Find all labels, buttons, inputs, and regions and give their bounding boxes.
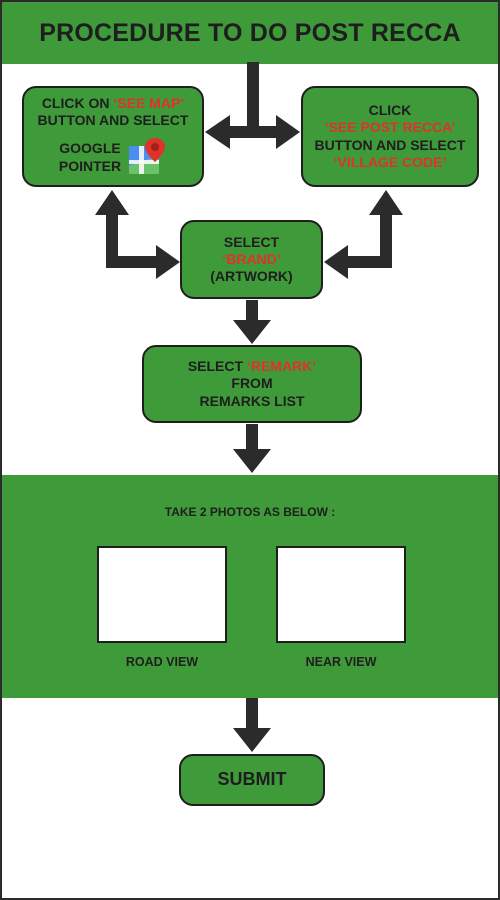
see-map-line1: CLICK ON ‘SEE MAP’ xyxy=(24,95,202,112)
left-elbow-horizontal xyxy=(106,256,162,268)
see-map-highlight: ‘SEE MAP’ xyxy=(113,95,185,112)
arrowhead-to-see-map xyxy=(205,115,230,149)
stem-photos-submit xyxy=(246,697,258,730)
step-brand-box: SELECT ‘BRAND’ (ARTWORK) xyxy=(180,220,323,299)
see-map-line3: GOOGLE xyxy=(59,140,121,157)
see-map-line4: POINTER xyxy=(58,157,122,174)
stem-remark-photos xyxy=(246,424,258,451)
stem-brand-remark xyxy=(246,300,258,322)
photo-heading: TAKE 2 PHOTOS AS BELOW : xyxy=(164,505,336,519)
see-post-line2: ‘SEE POST RECCA’ xyxy=(324,119,456,136)
see-post-line4: ‘VILLAGE CODE’ xyxy=(333,153,447,170)
road-view-label: ROAD VIEW xyxy=(125,655,199,669)
brand-line2: ‘BRAND’ xyxy=(222,250,281,267)
page-title: PROCEDURE TO DO POST RECCA xyxy=(39,18,461,47)
arrowhead-to-submit xyxy=(233,728,271,752)
arrowhead-to-remark xyxy=(233,320,271,344)
road-view-photo-slot[interactable] xyxy=(97,546,227,643)
see-map-prefix: CLICK ON xyxy=(41,95,114,112)
near-view-photo-slot[interactable] xyxy=(276,546,406,643)
arrowhead-left-brand xyxy=(324,245,348,279)
see-map-line2: BUTTON AND SELECT xyxy=(37,112,189,129)
google-pointer-row: GOOGLE POINTER xyxy=(24,136,202,180)
connector-top-horizontal xyxy=(227,126,279,138)
remark-line1: SELECT ‘REMARK’ xyxy=(144,358,360,375)
arrowhead-up-see-post xyxy=(369,190,403,215)
right-elbow-vertical xyxy=(380,210,392,268)
submit-button[interactable]: SUBMIT xyxy=(179,754,325,806)
arrowhead-to-see-post xyxy=(276,115,300,149)
arrowhead-right-brand xyxy=(156,245,180,279)
remark-prefix: SELECT xyxy=(187,358,247,375)
remark-line2: FROM xyxy=(231,375,273,392)
brand-line3: (ARTWORK) xyxy=(210,268,293,285)
right-elbow-horizontal xyxy=(342,256,392,268)
arrowhead-up-see-map xyxy=(95,190,129,215)
photo-section: TAKE 2 PHOTOS AS BELOW : ROAD VIEW NEAR … xyxy=(2,475,498,698)
step-see-post-recca-box: CLICK ‘SEE POST RECCA’ BUTTON AND SELECT… xyxy=(301,86,479,187)
google-maps-pin-icon xyxy=(127,136,167,180)
step-see-map-box: CLICK ON ‘SEE MAP’ BUTTON AND SELECT GOO… xyxy=(22,86,204,187)
left-elbow-vertical xyxy=(106,210,118,268)
remark-highlight: ‘REMARK’ xyxy=(246,358,317,375)
near-view-label: NEAR VIEW xyxy=(305,655,377,669)
arrowhead-to-photos xyxy=(233,449,271,473)
stem-top xyxy=(247,62,259,132)
google-pointer-text: GOOGLE POINTER xyxy=(59,140,121,174)
see-post-line1: CLICK xyxy=(368,102,412,119)
submit-label: SUBMIT xyxy=(217,769,287,790)
brand-line1: SELECT xyxy=(223,233,280,250)
see-post-line3: BUTTON AND SELECT xyxy=(314,136,466,153)
remark-line3: REMARKS LIST xyxy=(199,392,305,409)
title-banner: PROCEDURE TO DO POST RECCA xyxy=(2,2,498,64)
step-remark-box: SELECT ‘REMARK’ FROM REMARKS LIST xyxy=(142,345,362,423)
